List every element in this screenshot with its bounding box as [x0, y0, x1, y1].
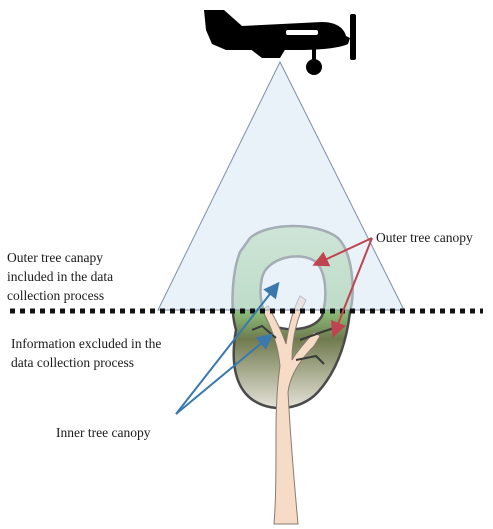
label-line: Outer tree canapy	[7, 250, 103, 265]
arrow-inner-2	[175, 333, 274, 415]
label-line: Information excluded in the	[11, 336, 162, 351]
sensor-cone	[157, 60, 405, 311]
label-line: included in the data	[7, 269, 114, 284]
label-inner-tree-canopy: Inner tree canopy	[56, 425, 151, 440]
label-outer-canopy-included: Outer tree canapy included in the data c…	[7, 248, 113, 305]
airplane-icon	[204, 10, 356, 75]
arrow-outer-1	[312, 237, 373, 267]
arrow-inner-1	[175, 281, 280, 415]
tree-branch-right	[299, 327, 335, 341]
label-line: collection process	[7, 288, 105, 303]
outer-canopy-arrows	[312, 237, 373, 338]
label-outer-tree-canopy: Outer tree canopy	[376, 230, 473, 245]
label-line: data collection process	[11, 355, 134, 370]
inner-canopy-arrows	[175, 281, 280, 415]
tree-branch-low	[295, 354, 325, 365]
arrow-outer-2	[330, 237, 373, 338]
label-information-excluded: Information excluded in the data collect…	[11, 334, 161, 372]
